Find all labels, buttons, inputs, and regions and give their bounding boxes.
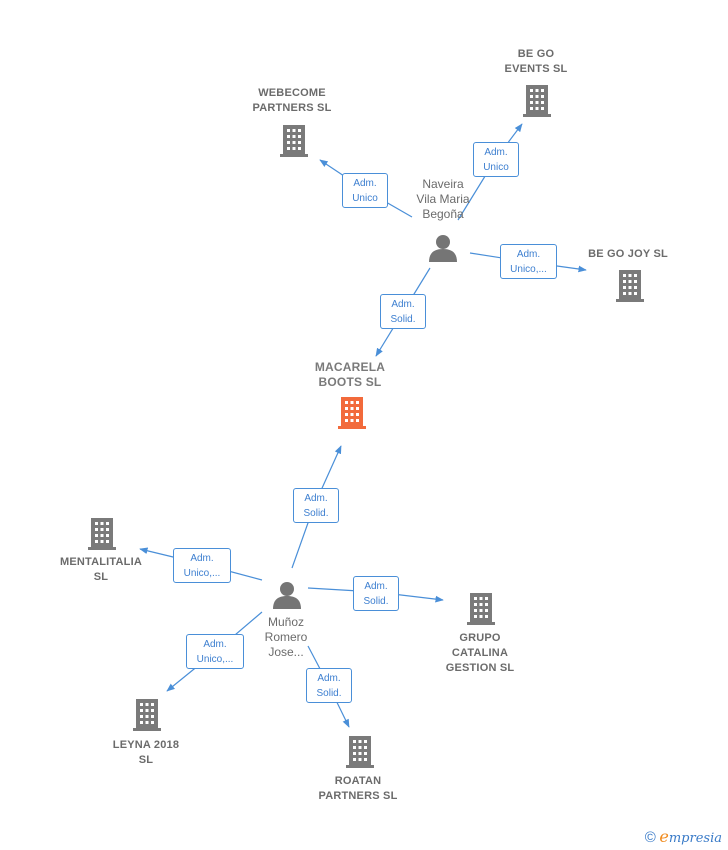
edge-label-line: Solid. [363,596,389,607]
building-icon [346,736,374,768]
person-icon [429,235,457,262]
node-label-line: LEYNA 2018 [112,739,180,751]
node-label-grupo[interactable]: GRUPO CATALINA GESTION SL [420,631,540,676]
node-label-mentalitalia[interactable]: MENTALITALIA SL [42,555,160,585]
node-label-line: BOOTS SL [318,375,382,389]
edge-label-line: Unico,... [510,264,547,275]
building-icon [280,125,308,157]
node-label-line: BE GO [517,48,555,60]
building-icon [88,518,116,550]
edge-label-line: Unico,... [196,654,234,665]
building-icon-focus [338,397,366,429]
node-label-line: SL [93,571,109,583]
edge-label-line: Adm. [317,673,341,684]
person-label-line: Begoña [422,207,464,221]
edge-label-e2[interactable]: Adm. Unico [473,142,519,177]
brand-logo-letter: e [659,827,669,846]
edge-label-line: Adm. [484,147,508,158]
edge-label-e7[interactable]: Adm. Solid. [353,576,399,611]
building-icon [616,270,644,302]
edge-label-line: Adm. [203,639,227,650]
edge-label-line: Adm. [190,553,214,564]
edge-label-line: Solid. [316,688,342,699]
node-label-macarela[interactable]: MACARELA BOOTS SL [290,360,410,390]
edge-label-e8[interactable]: Adm. Unico,... [186,634,244,669]
edge-label-line: Adm. [353,178,377,189]
edge-label-line: Adm. [364,581,388,592]
edge-label-e6[interactable]: Adm. Unico,... [173,548,231,583]
building-icon [467,593,495,625]
node-label-line: BE GO JOY SL [588,248,668,260]
node-label-line: GRUPO [459,632,501,644]
edge-label-line: Unico,... [183,568,221,579]
copyright-icon: © [644,829,656,846]
brand-name: mpresia [668,831,722,846]
building-icon [523,85,551,117]
person-label-naveira[interactable]: Naveira Vila Maria Begoña [395,177,491,222]
edge-label-e4[interactable]: Adm. Solid. [380,294,426,329]
edge-label-e1[interactable]: Adm. Unico [342,173,388,208]
edge-label-line: Unico [352,193,378,204]
edge-label-line: Solid. [390,314,416,325]
node-label-line: CATALINA [451,647,509,659]
node-label-leyna[interactable]: LEYNA 2018 SL [87,738,205,768]
node-label-line: GESTION SL [445,662,515,674]
person-label-line: Jose... [268,645,304,659]
node-label-line: PARTNERS SL [252,102,332,114]
node-label-begojoy[interactable]: BE GO JOY SL [572,247,684,262]
person-icon [273,582,301,609]
edge-label-line: Adm. [304,493,328,504]
node-label-line: MENTALITALIA [59,556,143,568]
edge-label-e3[interactable]: Adm. Unico,... [500,244,557,279]
edge-label-line: Solid. [303,508,329,519]
person-label-line: Muñoz [267,615,305,629]
node-label-line: MACARELA [314,360,386,374]
node-label-webecome[interactable]: WEBECOME PARTNERS SL [232,86,352,116]
building-icon [133,699,161,731]
person-label-munoz[interactable]: Muñoz Romero Jose... [240,615,332,660]
edge-label-line: Unico [483,162,509,173]
node-label-line: WEBECOME [258,87,326,99]
edge-label-line: Adm. [516,249,541,260]
brand-footer[interactable]: © empresia [645,827,722,846]
node-label-begoevents[interactable]: BE GO EVENTS SL [476,47,596,77]
node-label-line: EVENTS SL [504,63,568,75]
node-label-line: PARTNERS SL [318,790,398,802]
person-label-line: Naveira [422,177,464,191]
person-label-line: Romero [264,630,308,644]
node-label-line: SL [138,754,154,766]
edge-label-e5[interactable]: Adm. Solid. [293,488,339,523]
node-label-roatan[interactable]: ROATAN PARTNERS SL [298,774,418,804]
node-label-line: ROATAN [334,775,382,787]
edge-label-line: Adm. [391,299,415,310]
person-label-line: Vila Maria [416,192,470,206]
edge-label-e9[interactable]: Adm. Solid. [306,668,352,703]
